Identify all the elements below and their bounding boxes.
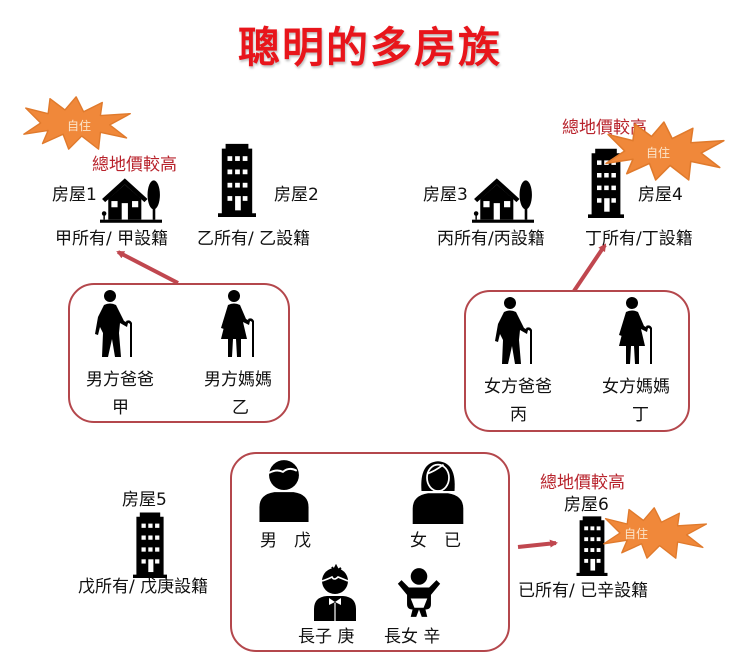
self-use-burst-house4: 自住 [604, 120, 728, 182]
arrow-to-house4 [572, 243, 607, 293]
burst-icon [602, 505, 710, 561]
house5-owner: 戊所有/ 戊庚設籍 [78, 577, 209, 597]
burst-label: 自住 [67, 119, 92, 133]
building-icon [133, 510, 167, 578]
house4-owner: 丁所有/丁設籍 [585, 229, 693, 249]
wife-parents-group: 女方爸爸 丙 女方媽媽 丁 [464, 290, 690, 432]
burst-label: 自住 [624, 527, 649, 541]
house1-owner: 甲所有/ 甲設籍 [55, 229, 169, 249]
self-use-burst-house6: 自住 [602, 505, 710, 561]
higher-land-value-label-house1: 總地價較高 [92, 155, 177, 175]
husband-mother-name: 乙 [232, 398, 249, 418]
wife-mother-name: 丁 [632, 405, 649, 425]
husband-father-name: 甲 [112, 398, 129, 418]
house5-label: 房屋5 [122, 490, 167, 510]
house3-owner: 丙所有/丙設籍 [437, 229, 545, 249]
wife-label: 女 已 [410, 531, 461, 551]
husband-parents-group: 男方爸爸 甲 男方媽媽 乙 [68, 283, 290, 423]
elderly-man-icon [492, 296, 542, 366]
house2-owner: 乙所有/ 乙設籍 [197, 229, 311, 249]
woman-icon [408, 458, 468, 524]
higher-land-value-label-house6: 總地價較高 [540, 473, 625, 493]
arrow-to-house1 [116, 250, 179, 285]
house-icon [472, 172, 534, 226]
husband-father-label: 男方爸爸 [86, 370, 154, 390]
house2-label: 房屋2 [274, 185, 319, 205]
self-use-burst-house1: 自住 [22, 95, 134, 151]
husband-label: 男 戊 [260, 531, 311, 551]
higher-land-value-label-house4: 總地價較高 [562, 118, 647, 138]
house1-label: 房屋1 [52, 185, 97, 205]
baby-icon [396, 566, 442, 620]
son-label: 長子 庚 [298, 627, 355, 647]
house4-label: 房屋4 [638, 185, 683, 205]
family-group: 男 戊 女 已 長子 庚 長女 辛 [230, 452, 510, 652]
wife-father-label: 女方爸爸 [484, 377, 552, 397]
wife-father-name: 丙 [510, 405, 527, 425]
boy-icon [310, 564, 360, 622]
house3-label: 房屋3 [423, 185, 468, 205]
house6-label: 房屋6 [564, 495, 609, 515]
house6-owner: 已所有/ 已辛設籍 [518, 581, 649, 601]
man-icon [254, 458, 314, 522]
elderly-woman-icon [214, 289, 264, 359]
daughter-label: 長女 辛 [384, 627, 441, 647]
page-title: 聰明的多房族 [237, 23, 502, 72]
elderly-woman-icon [612, 296, 662, 366]
building-icon [218, 140, 256, 218]
husband-mother-label: 男方媽媽 [204, 370, 272, 390]
wife-mother-label: 女方媽媽 [602, 377, 670, 397]
arrow-to-house6 [517, 539, 558, 549]
burst-label: 自住 [646, 146, 671, 160]
elderly-man-icon [92, 289, 142, 359]
house-icon [100, 172, 162, 226]
